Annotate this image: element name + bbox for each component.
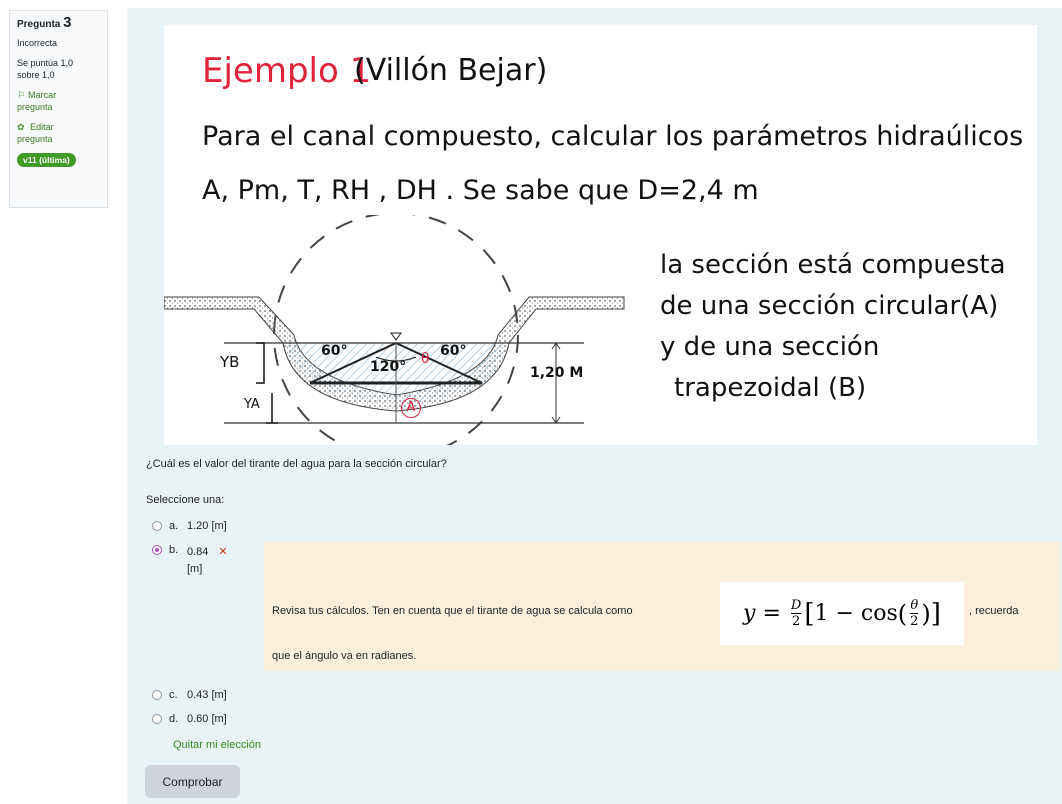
flag-question-link[interactable]: ⚐Marcar pregunta bbox=[17, 89, 100, 113]
image-author: (Villón Bejar) bbox=[354, 53, 548, 88]
option-d-radio[interactable] bbox=[152, 714, 162, 724]
flag-link-line-1: Marcar bbox=[28, 90, 57, 100]
channel-diagram bbox=[164, 215, 625, 445]
angle-right-label: 60° bbox=[440, 343, 467, 359]
check-button[interactable]: Comprobar bbox=[145, 765, 240, 798]
angle-center-label: 120° bbox=[370, 359, 407, 375]
feedback-text-2: , recuerda bbox=[969, 605, 1019, 617]
option-a[interactable]: a. 1.20 [m] bbox=[152, 520, 227, 532]
option-b-radio[interactable] bbox=[152, 545, 162, 555]
flag-icon: ⚐ bbox=[17, 90, 26, 100]
image-note-2: de una sección circular(A) bbox=[660, 291, 999, 321]
question-label: Pregunta bbox=[17, 19, 61, 30]
question-image: Ejemplo 1 (Villón Bejar) Para el canal c… bbox=[164, 25, 1037, 445]
section-a-label: A bbox=[401, 398, 421, 418]
edit-link-line-2: pregunta bbox=[17, 134, 53, 144]
image-note-4: trapezoidal (B) bbox=[674, 373, 867, 403]
theta-label: θ bbox=[421, 351, 430, 367]
image-title: Ejemplo 1 bbox=[202, 51, 372, 91]
question-grade: Se puntúa 1,0 sobre 1,0 bbox=[17, 57, 100, 81]
question-number-value: 3 bbox=[63, 14, 72, 31]
option-b[interactable]: b. 0.84 ✕ [m] bbox=[152, 544, 228, 578]
ya-label: YA bbox=[244, 397, 260, 412]
option-c-radio[interactable] bbox=[152, 690, 162, 700]
option-b-value-line-1: 0.84 bbox=[187, 546, 209, 558]
grade-line-1: Se puntúa 1,0 bbox=[17, 58, 74, 68]
option-c-value: 0.43 [m] bbox=[187, 689, 227, 701]
yb-label: YB bbox=[220, 353, 240, 371]
flag-link-line-2: pregunta bbox=[17, 102, 53, 112]
option-d-letter: d. bbox=[169, 713, 179, 725]
question-info-box: Pregunta 3 Incorrecta Se puntúa 1,0 sobr… bbox=[9, 10, 108, 208]
version-badge[interactable]: v11 (última) bbox=[17, 153, 76, 167]
depth-label: 1,20 M bbox=[530, 365, 584, 381]
question-number: Pregunta 3 bbox=[17, 14, 100, 31]
question-text: ¿Cuál es el valor del tirante del agua p… bbox=[146, 458, 447, 470]
gear-icon: ✿ bbox=[17, 122, 25, 132]
option-b-value-line-2: [m] bbox=[187, 563, 203, 575]
option-a-letter: a. bbox=[169, 520, 179, 532]
question-formulation: Ejemplo 1 (Villón Bejar) Para el canal c… bbox=[127, 8, 1062, 804]
incorrect-icon: ✕ bbox=[218, 546, 228, 558]
option-a-value: 1.20 [m] bbox=[187, 520, 227, 532]
image-note-1: la sección está compuesta bbox=[660, 250, 1006, 280]
answer-feedback: Revisa tus cálculos. Ten en cuenta que e… bbox=[264, 542, 1060, 671]
image-line-2: A, Pm, T, RH , DH . Se sabe que D=2,4 m bbox=[202, 175, 759, 206]
option-c[interactable]: c. 0.43 [m] bbox=[152, 689, 227, 701]
answer-prompt: Seleccione una: bbox=[146, 494, 225, 506]
clear-choice-link[interactable]: Quitar mi elección bbox=[173, 739, 262, 751]
option-b-value: 0.84 ✕ [m] bbox=[187, 544, 228, 578]
grade-line-2: sobre 1,0 bbox=[17, 70, 55, 80]
edit-link-line-1: Editar bbox=[30, 122, 54, 132]
option-d-value: 0.60 [m] bbox=[187, 713, 227, 725]
feedback-text-3: que el ángulo va en radianes. bbox=[272, 650, 417, 662]
question-state: Incorrecta bbox=[17, 38, 58, 48]
image-note-3: y de una sección bbox=[660, 332, 880, 362]
feedback-text-1: Revisa tus cálculos. Ten en cuenta que e… bbox=[272, 605, 633, 617]
option-a-radio[interactable] bbox=[152, 521, 162, 531]
image-line-1: Para el canal compuesto, calcular los pa… bbox=[202, 121, 1024, 152]
edit-question-link[interactable]: ✿ Editar pregunta bbox=[17, 121, 100, 145]
option-b-letter: b. bbox=[169, 544, 179, 556]
option-c-letter: c. bbox=[169, 689, 178, 701]
option-d[interactable]: d. 0.60 [m] bbox=[152, 713, 227, 725]
angle-left-label: 60° bbox=[321, 343, 348, 359]
